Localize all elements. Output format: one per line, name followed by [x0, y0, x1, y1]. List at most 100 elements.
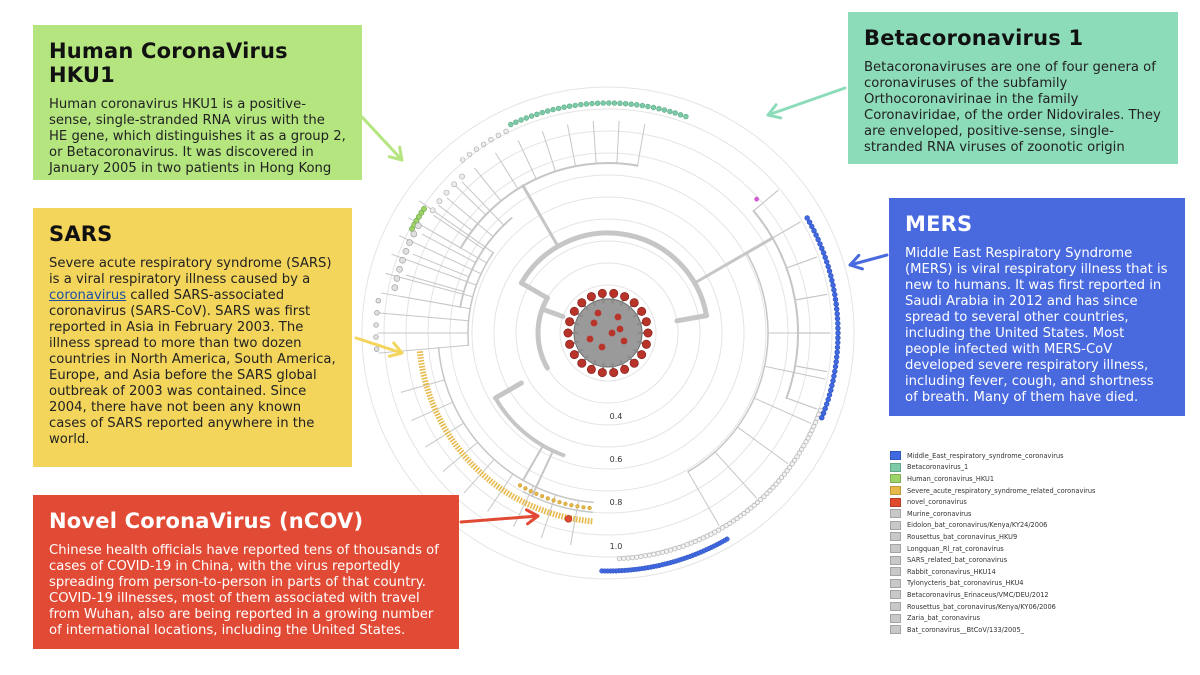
mers-tip	[835, 325, 841, 331]
virus-spike	[565, 317, 575, 327]
legend-label: Rousettus_bat_coronavirus_HKU9	[907, 532, 1018, 541]
sars-tip	[537, 506, 542, 513]
other-tip	[719, 525, 725, 531]
betacoronavirus-tip	[667, 108, 673, 115]
callout-arrows	[354, 86, 889, 526]
distance-ring	[515, 240, 701, 426]
sars-tip	[529, 502, 534, 509]
sars-tip	[454, 445, 461, 450]
legend-label: Eidolon_bat_coronavirus/Kenya/KY24/2006	[907, 521, 1048, 530]
legend-label: Betacoronavirus_Erinaceus/VMC/DEU/2012	[907, 590, 1049, 599]
tree-branch	[408, 217, 488, 264]
sars-tip	[500, 487, 506, 493]
betacoronavirus-info-box: Betacoronavirus 1 Betacoronaviruses are …	[848, 12, 1178, 164]
legend-item: Rabbit_coronavirus_HKU14	[890, 566, 1190, 578]
other-tip	[727, 520, 733, 526]
sars-tip	[476, 468, 483, 475]
tree-branch	[380, 292, 471, 310]
betacoronavirus-description: Betacoronaviruses are one of four genera…	[864, 60, 1161, 155]
scale-label: 1.0	[610, 542, 623, 551]
tree-branch	[541, 130, 556, 172]
mers-tip	[835, 339, 841, 346]
tree-branch	[714, 451, 758, 499]
sars-text-start: Severe acute respiratory syndrome (SARS)…	[49, 256, 332, 287]
mers-tip	[815, 236, 821, 243]
other-tip	[779, 475, 785, 481]
other-tip	[625, 555, 631, 561]
legend-label: Betacoronavirus_1	[907, 463, 969, 472]
legend-item: Betacoronavirus_1	[890, 462, 1190, 474]
mers-tip	[831, 287, 837, 293]
other-tip	[688, 540, 694, 546]
sars-tip	[451, 440, 458, 446]
tree-branch	[412, 253, 470, 278]
sars-tip	[572, 515, 576, 522]
tree-branch	[422, 233, 477, 264]
sars-tip	[581, 505, 586, 510]
virus-spike	[643, 328, 653, 338]
virus-spike	[577, 358, 587, 368]
mers-tip	[833, 359, 839, 365]
highlight-tip	[754, 196, 760, 202]
tree-branch	[522, 491, 594, 514]
sars-tip	[505, 490, 511, 497]
tree-branch	[446, 197, 494, 238]
legend-label: Tylonycteris_bat_coronavirus_HKU4	[907, 579, 1024, 588]
legend-item: SARS_related_bat_coronavirus	[890, 554, 1190, 566]
virus-surface-spike	[616, 325, 624, 333]
sars-tip	[438, 420, 445, 425]
mers-tip	[830, 282, 836, 288]
virus-spike	[629, 358, 639, 368]
legend-swatch	[890, 486, 901, 496]
mers-tip	[828, 273, 834, 279]
tree-branch	[400, 379, 446, 393]
legend-swatch	[890, 544, 901, 554]
sars-tip	[488, 478, 494, 485]
mers-tip	[834, 344, 841, 351]
mers-tip	[832, 363, 839, 370]
sars-tip	[517, 483, 523, 488]
other-tip	[616, 556, 622, 562]
other-tip	[799, 446, 805, 452]
tree-branch	[493, 396, 566, 458]
sars-info-box: SARS Severe acute respiratory syndrome (…	[33, 208, 352, 467]
other-tip	[642, 553, 648, 559]
mers-tip	[804, 215, 810, 221]
other-tip	[787, 464, 793, 470]
hku1-tip	[421, 205, 427, 212]
legend-swatch	[890, 497, 901, 507]
other-tip	[789, 461, 795, 467]
other-tip	[373, 346, 380, 352]
sars-tip	[515, 496, 521, 503]
legend-swatch	[890, 451, 901, 461]
other-tip	[473, 146, 480, 152]
callout-arrow-head	[766, 103, 783, 120]
betacoronavirus-tip	[513, 119, 519, 125]
sars-tip	[435, 415, 442, 420]
sars-tip	[503, 488, 508, 495]
sars-tip	[581, 517, 584, 524]
sars-tip	[422, 379, 429, 383]
virus-spike	[565, 339, 575, 349]
other-tip	[436, 198, 443, 205]
sars-tip	[490, 480, 496, 487]
mers-tip	[832, 291, 838, 298]
tree-branch	[637, 123, 646, 167]
other-tip	[784, 468, 790, 474]
sars-tip	[552, 510, 556, 518]
sars-tip	[508, 491, 513, 498]
virus-spike	[563, 328, 573, 338]
sars-tip	[534, 491, 539, 496]
legend-item: Zaria_bat_coronavirus	[890, 612, 1190, 624]
tree-branch	[518, 280, 550, 301]
tree-branch	[425, 422, 465, 448]
tree-branch	[433, 215, 485, 250]
coronavirus-link[interactable]: coronavirus	[49, 288, 127, 303]
legend-label: novel_coronavirus	[907, 498, 967, 507]
other-tip	[767, 488, 773, 494]
tree-branch	[442, 441, 479, 472]
tree-branch	[785, 397, 818, 410]
other-tip	[680, 543, 686, 549]
betacoronavirus-tip	[550, 106, 556, 113]
other-tip	[751, 502, 757, 508]
